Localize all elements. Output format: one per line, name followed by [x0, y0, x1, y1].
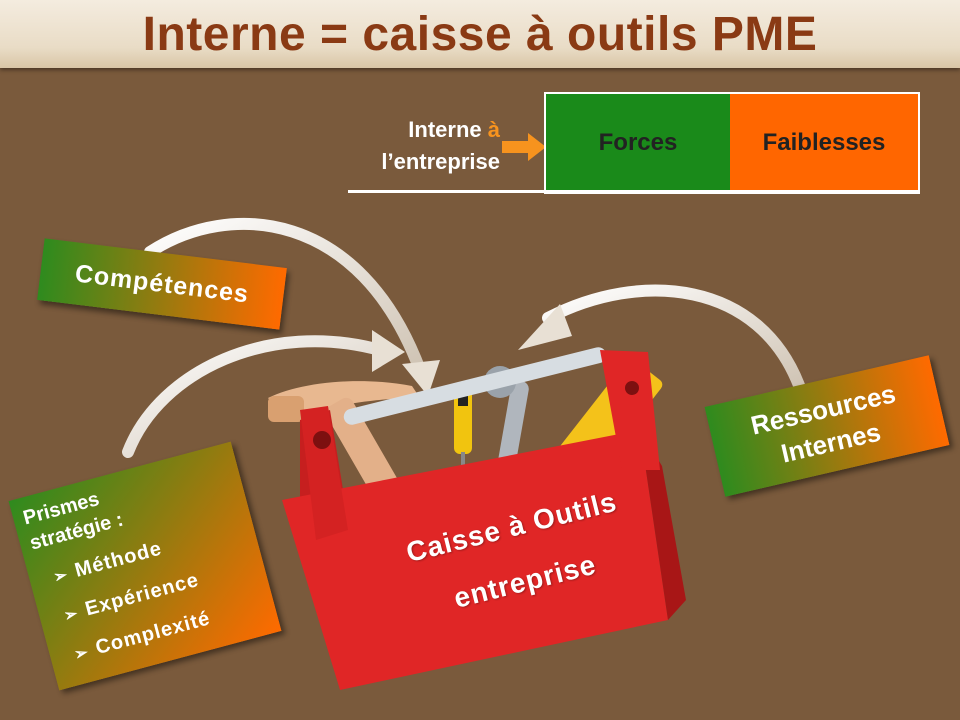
chevron-right-icon: ➢ — [62, 605, 81, 626]
toolbox-icon — [282, 347, 686, 690]
interne-label-part1: Interne — [408, 117, 488, 142]
title-bar: Interne = caisse à outils PME — [0, 0, 960, 68]
forces-cell: Forces — [546, 94, 730, 192]
chevron-right-icon: ➢ — [72, 643, 91, 664]
competences-label: Compétences — [73, 258, 251, 309]
divider-line — [348, 190, 918, 193]
interne-label-part2: l’entreprise — [381, 149, 500, 174]
arrowhead-prismes-icon — [372, 330, 405, 372]
prismes-item-label: Méthode — [72, 537, 165, 582]
arrowhead-ressources-icon — [518, 304, 572, 350]
curved-arrow-ressources — [542, 284, 806, 394]
forces-faiblesses-row: Forces Faiblesses — [544, 92, 920, 194]
interne-label: Interne à l’entreprise — [340, 114, 500, 178]
curved-arrow-prismes — [122, 335, 386, 458]
interne-label-accent: à — [487, 117, 500, 142]
curved-arrow-competences — [144, 217, 426, 376]
arrowhead-competences-icon — [402, 360, 440, 396]
chevron-right-icon: ➢ — [51, 566, 71, 587]
arrow-right-icon — [502, 133, 546, 161]
faiblesses-cell: Faiblesses — [730, 94, 918, 192]
slide-title: Interne = caisse à outils PME — [142, 7, 818, 61]
